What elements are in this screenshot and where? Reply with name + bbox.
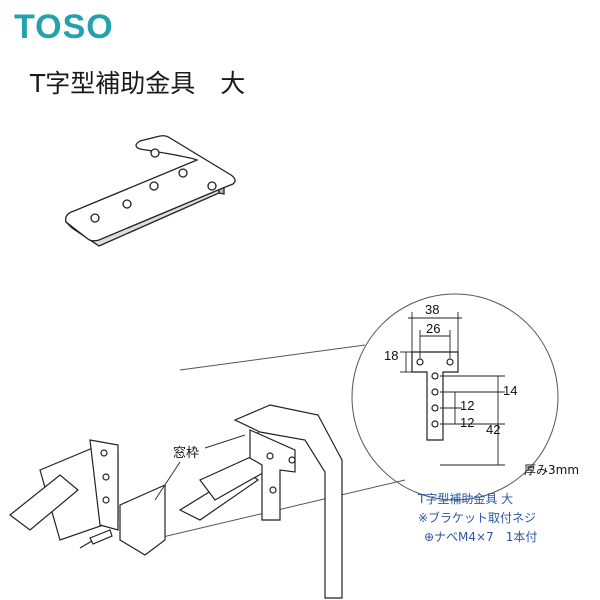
dim-hole-spacing-3: 12 <box>460 415 475 430</box>
dim-overall-width: 38 <box>425 302 440 317</box>
dim-inner-width: 26 <box>426 321 441 336</box>
note-product-name: T字型補助金具 大 <box>418 492 514 506</box>
t-bracket-iso <box>64 135 236 247</box>
brand-logo: TOSO <box>14 8 114 46</box>
product-title: T字型補助金具 大 <box>30 69 246 98</box>
note-screw-spec: ⊕ナベM4×7 1本付 <box>424 530 538 544</box>
t-bracket-detail <box>411 351 459 441</box>
dim-stem-length: 42 <box>486 422 501 437</box>
dim-top-height: 18 <box>384 348 399 363</box>
dimension-lines <box>400 312 505 466</box>
frame-label-leaders <box>154 434 246 501</box>
dim-hole-spacing-2: 12 <box>460 398 475 413</box>
thickness-label: 厚み3mm <box>524 463 580 477</box>
dim-hole-spacing-1: 14 <box>503 383 518 398</box>
note-screw-info: ※ブラケット取付ネジ <box>418 511 537 525</box>
window-frame-label: 窓枠 <box>173 446 200 461</box>
install-scene <box>9 404 343 599</box>
